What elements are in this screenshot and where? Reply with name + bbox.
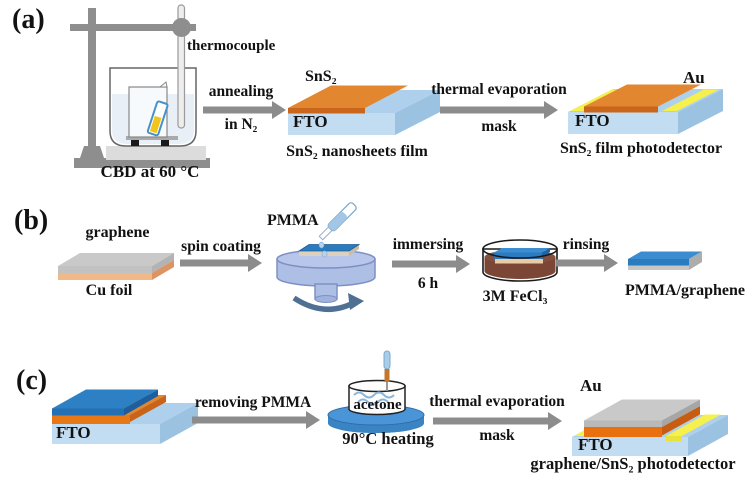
cu-foil-label: Cu foil — [85, 282, 133, 299]
au-label-c: Au — [580, 376, 602, 395]
fto-label-device-a: FTO — [575, 111, 610, 130]
acetone-beaker-icon — [348, 379, 406, 416]
pmma-label: PMMA — [267, 212, 319, 229]
sns2-photodetector-device — [568, 84, 723, 134]
acetone-label: acetone — [353, 397, 402, 413]
water-bath-icon — [106, 67, 206, 160]
removing-pmma-label: removing PMMA — [194, 394, 312, 411]
process-arrow-removing-pmma — [192, 411, 320, 429]
rinsing-label: rinsing — [562, 236, 610, 253]
process-arrow-spin-coating — [180, 254, 262, 272]
pmma-sns2-fto-stack — [52, 389, 198, 444]
annealing-label: annealing — [208, 83, 274, 100]
panel-a-label: (a) — [12, 4, 45, 35]
sample-tube-icon — [146, 100, 169, 137]
retort-stand-icon — [70, 8, 210, 168]
etchant-dish-icon — [482, 239, 558, 282]
pmma-graphene-slab — [628, 251, 702, 270]
pipette-icon — [318, 202, 357, 241]
device-a-caption: SnS₂ film photodetector — [559, 140, 723, 157]
fto-label-device-c: FTO — [578, 435, 613, 454]
process-arrow-evaporation-c — [433, 412, 562, 430]
fecl3-caption: 3M FeCl₃ — [482, 288, 548, 305]
mask-label-a: mask — [481, 118, 517, 135]
au-label-a: Au — [683, 68, 705, 87]
pmma-graphene-caption: PMMA/graphene — [625, 282, 745, 299]
heating-caption: 90°C heating — [342, 429, 434, 448]
film-caption: SnS₂ nanosheets film — [286, 143, 428, 160]
thermocouple-probe-icon — [172, 4, 191, 129]
cbd-caption: CBD at 60 °C — [100, 162, 200, 181]
droplet-icon — [318, 241, 328, 258]
six-hours-label: 6 h — [417, 275, 439, 292]
fto-label-film: FTO — [293, 112, 328, 131]
panel-b-label: (b) — [14, 205, 49, 236]
thermometer-icon — [383, 350, 391, 391]
spin-coater-icon — [276, 244, 376, 313]
thermal-evaporation-label-c: thermal evaporation — [429, 393, 565, 410]
sns2-film-slab — [288, 85, 440, 135]
thermocouple-label: thermocouple — [187, 38, 276, 54]
immersing-label: immersing — [392, 236, 464, 253]
process-arrow-immersing — [392, 255, 470, 273]
graphene-label: graphene — [85, 224, 150, 241]
process-arrow-rinsing — [556, 254, 618, 272]
fto-label-stack: FTO — [56, 423, 91, 442]
thermal-evaporation-label-a: thermal evaporation — [431, 81, 567, 98]
panel-c-label: (c) — [16, 365, 48, 396]
sns2-layer-label: SnS₂ — [305, 68, 337, 85]
process-arrow-annealing — [203, 101, 286, 119]
spin-coating-label: spin coating — [181, 238, 261, 255]
mask-label-c: mask — [479, 427, 515, 444]
device-c-caption: graphene/SnS₂ photodetector — [530, 454, 736, 473]
graphene-sns2-photodetector-device — [572, 399, 728, 456]
cu-foil-slab — [58, 253, 174, 280]
process-arrow-evaporation-a — [440, 101, 558, 119]
in-n2-label: in N₂ — [224, 116, 258, 133]
